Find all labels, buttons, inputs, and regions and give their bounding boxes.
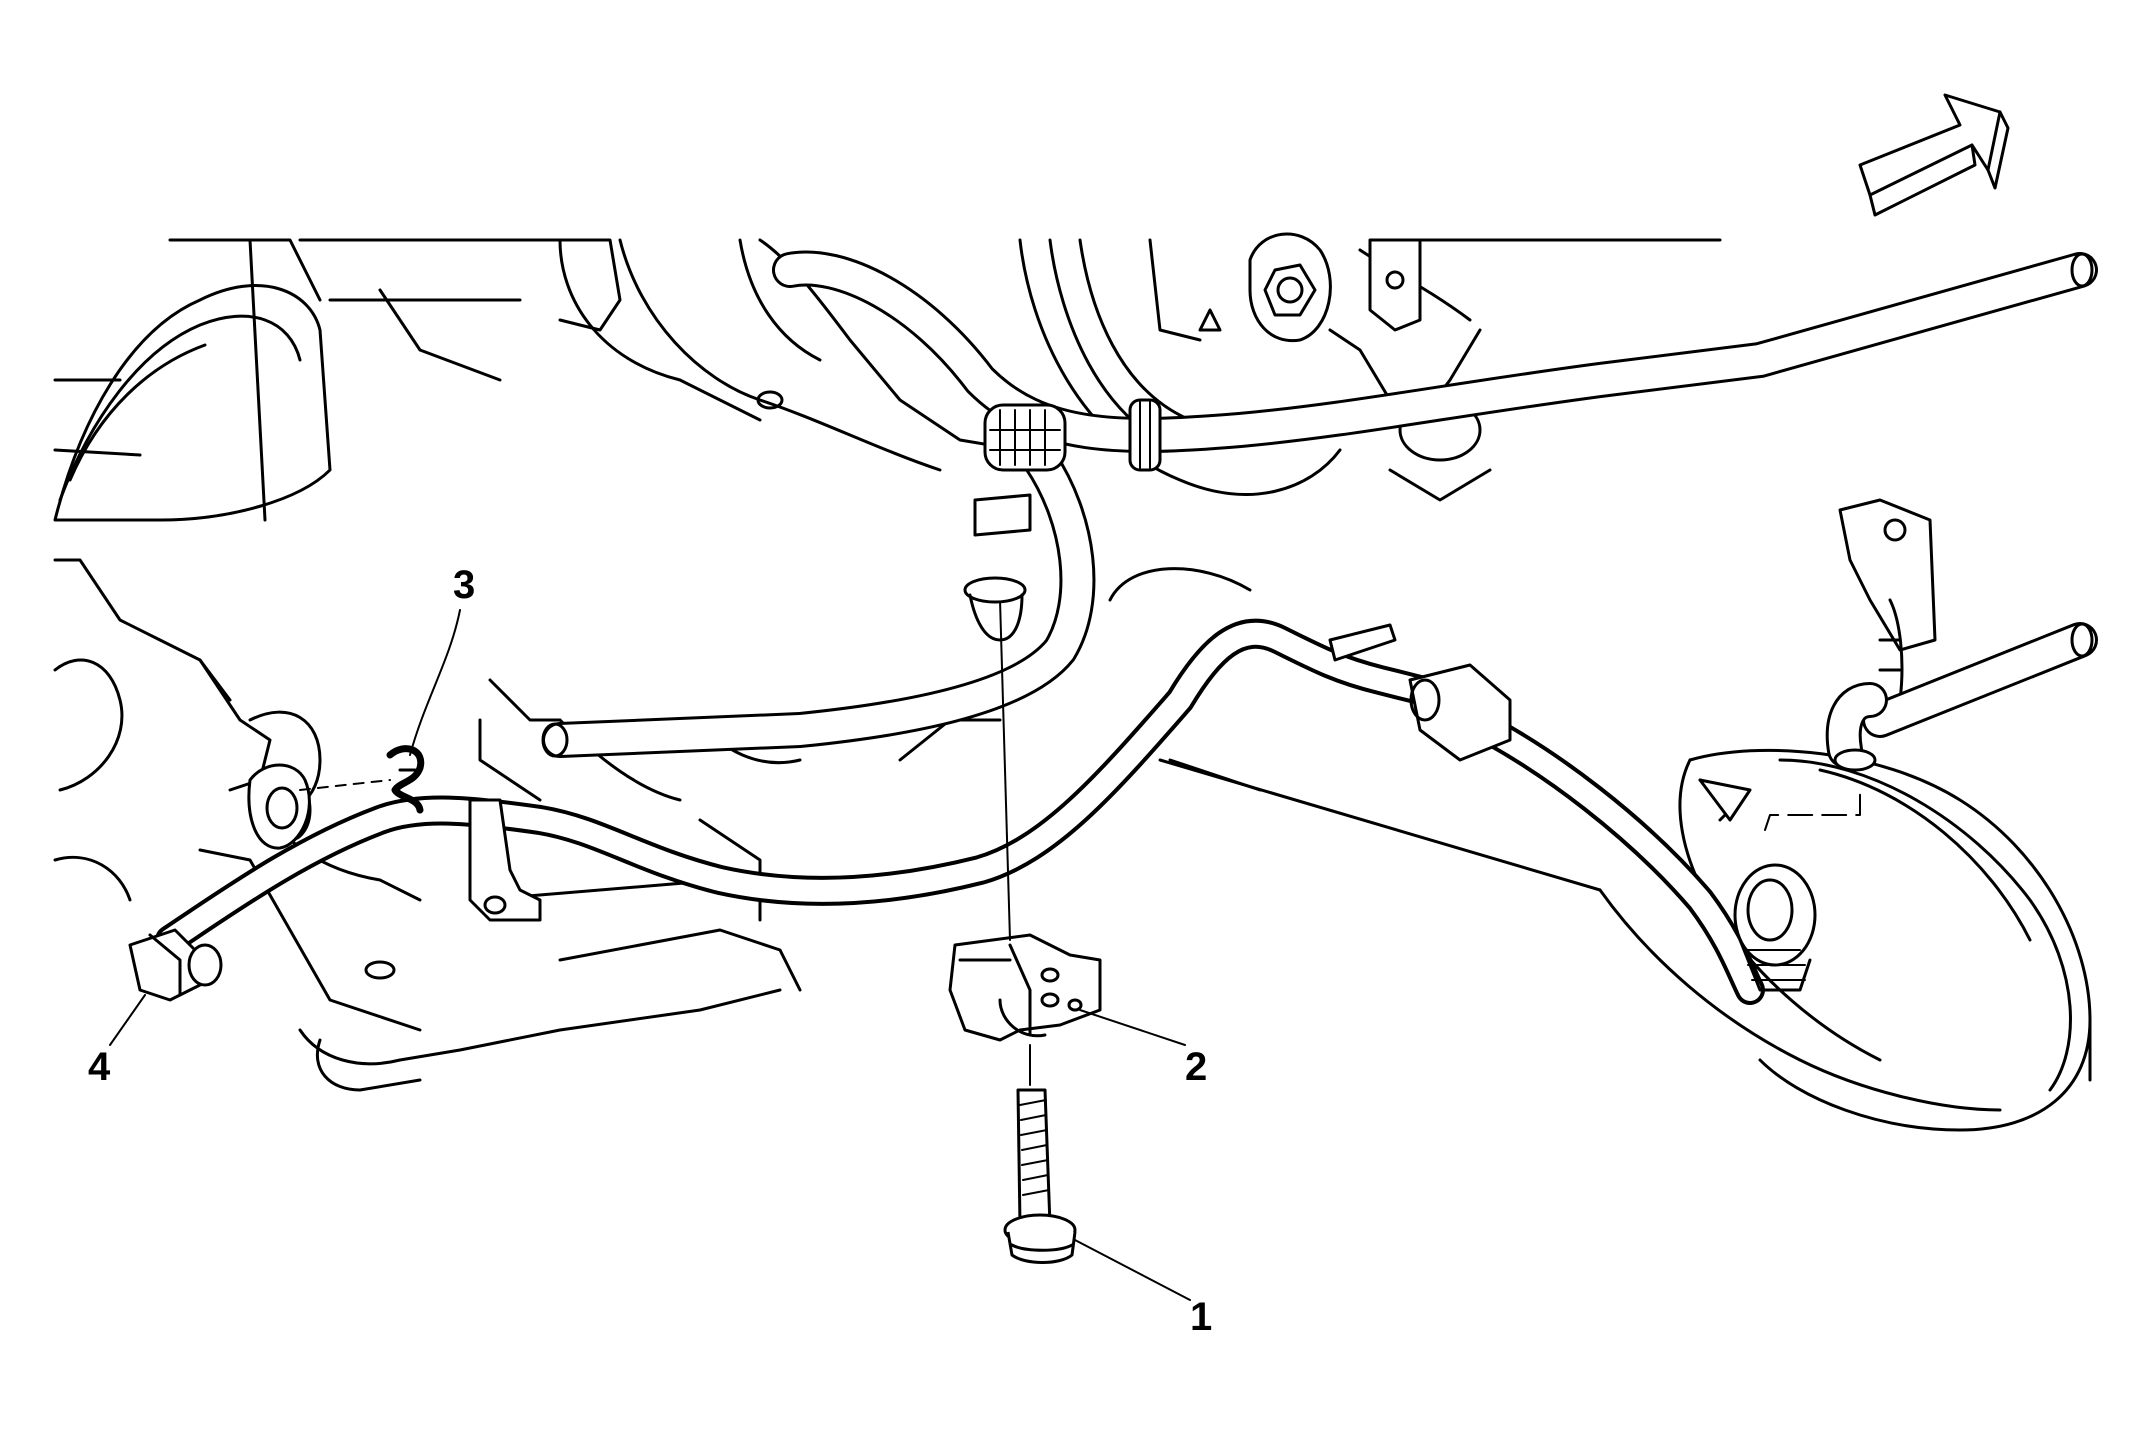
item-4-line-fitting — [128, 928, 223, 1002]
item-3-retainer-clip — [247, 745, 425, 850]
heater-hose-upper — [541, 250, 2098, 772]
item-1-bolt — [999, 599, 1077, 1264]
line-bracket — [468, 798, 542, 922]
item-2-clamp-bracket — [948, 933, 1102, 1042]
cooler-line-bold — [155, 618, 1861, 1005]
callout-leaders — [109, 609, 1191, 1301]
callout-3: 3 — [453, 563, 475, 607]
callout-1: 1 — [1190, 1295, 1212, 1339]
callout-2: 2 — [1185, 1045, 1207, 1089]
callout-4: 4 — [88, 1045, 111, 1089]
forward-arrow-icon — [1858, 93, 2010, 217]
mounting-stud — [963, 576, 1027, 642]
